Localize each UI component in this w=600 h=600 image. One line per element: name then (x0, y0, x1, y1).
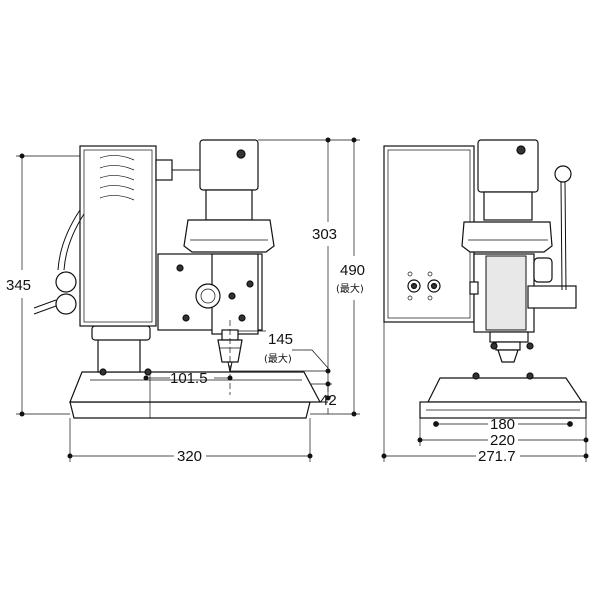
front-control-box (79, 145, 157, 327)
vent-slots (99, 155, 135, 201)
dim-220-label: 220 (490, 432, 515, 449)
side-motor-housing (477, 139, 539, 193)
front-view: 345 303 490 (最大) 145 (最大 (6, 137, 365, 465)
dim-490: 490 (最大) (310, 137, 365, 417)
lever-knob (554, 165, 572, 183)
front-motor-housing (199, 139, 259, 191)
dim-271-7: 271.7 (381, 322, 589, 465)
dim-303-label: 303 (312, 226, 337, 243)
dim-320: 320 (67, 418, 313, 465)
carry-handle (57, 209, 81, 271)
dim-42: 42 (310, 381, 337, 414)
dim-180-label: 180 (490, 416, 515, 433)
dim-303: 303 (258, 137, 360, 401)
dim-145-note: (最大) (264, 352, 292, 365)
side-magnet-base (427, 377, 584, 403)
dim-42-label: 42 (320, 392, 337, 409)
side-control-box (383, 145, 475, 323)
cable-gland-1 (55, 271, 77, 293)
dim-180: 180 (433, 416, 573, 433)
front-gear-housing (183, 219, 275, 253)
front-base-plate (69, 401, 311, 419)
dim-320-label: 320 (177, 448, 202, 465)
dim-345-label: 345 (6, 277, 31, 294)
dim-490-label: 490 (340, 262, 365, 279)
dim-145-label: 145 (268, 331, 293, 348)
dim-101-5: 101.5 (143, 370, 233, 387)
dim-220: 220 (417, 418, 589, 462)
feed-knob (195, 283, 221, 309)
side-view: 180 220 271.7 (381, 139, 589, 465)
side-gear-housing (461, 221, 553, 253)
dim-271-7-label: 271.7 (478, 448, 516, 465)
dim-145: 145 (最大) (230, 330, 331, 374)
side-chuck (497, 349, 519, 363)
dim-101-5-label: 101.5 (170, 370, 208, 387)
side-switches (407, 271, 441, 301)
dim-490-note: (最大) (336, 282, 364, 295)
dim-345: 345 (6, 153, 80, 417)
front-column-foot (97, 337, 141, 373)
cable-gland-2 (55, 293, 77, 315)
